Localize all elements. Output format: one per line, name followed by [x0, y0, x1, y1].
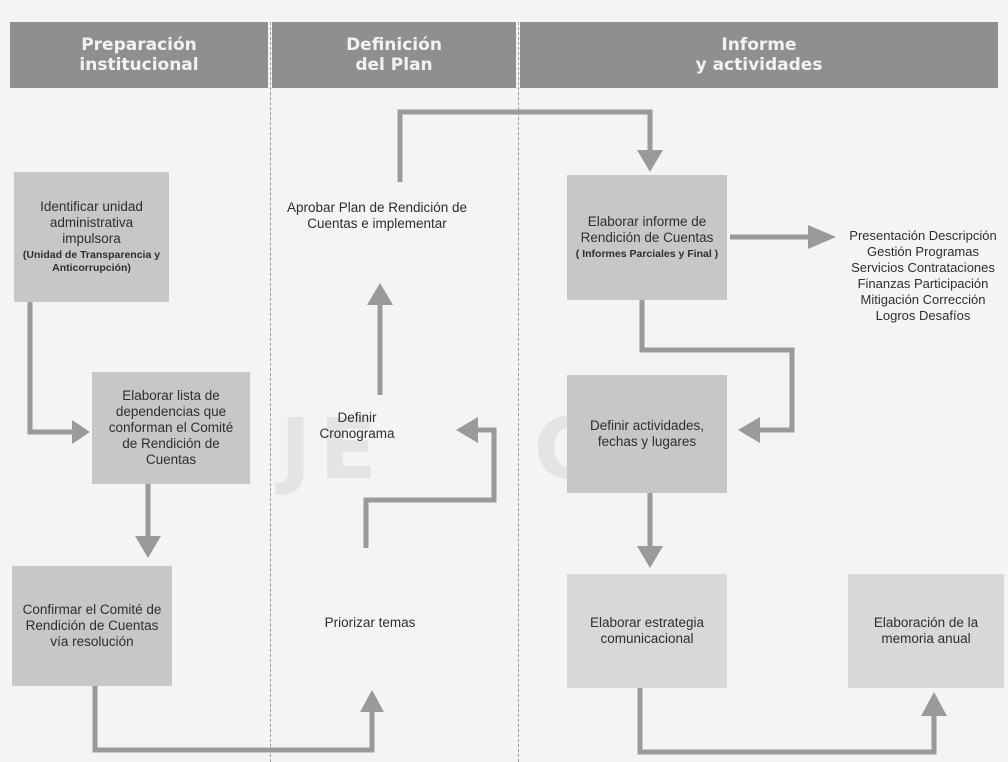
box-text: Elaborar informe de Rendición de Cuentas	[580, 214, 714, 245]
arrowhead	[738, 417, 760, 443]
box-text: Confirmar el Comité de Rendición de Cuen…	[22, 602, 162, 649]
label-definir-cronograma: Definir Cronograma	[302, 410, 412, 442]
box-text: Elaborar lista de dependencias que confo…	[108, 388, 234, 467]
arrow-informe-to-actividades	[639, 300, 795, 433]
column-header-definicion: Definición del Plan	[272, 22, 516, 88]
arrow-aprobar-to-informe	[397, 109, 653, 182]
column-divider	[518, 22, 519, 762]
background-watermark: JE C	[280, 400, 604, 498]
label-aprobar-plan: Aprobar Plan de Rendición de Cuentas e i…	[282, 200, 472, 232]
label-text: Aprobar Plan de Rendición de Cuentas e i…	[286, 200, 468, 231]
arrow-priorizar-to-cronograma	[363, 427, 497, 548]
box-text: Identificar unidad administrativa impuls…	[40, 199, 143, 246]
arrowhead	[637, 150, 663, 172]
arrowhead	[360, 690, 384, 712]
arrowhead	[367, 283, 393, 305]
column-header-line: Informe	[721, 35, 797, 55]
column-divider	[270, 22, 271, 762]
box-subtext: ( Informes Parciales y Final )	[575, 248, 719, 260]
label-presentacion-list: Presentación Descripción Gestión Program…	[842, 228, 1004, 324]
column-header-line: del Plan	[355, 55, 433, 75]
arrow-confirmar-to-priorizar	[92, 686, 375, 753]
box-estrategia-comunicacional: Elaborar estrategia comunicacional	[567, 574, 727, 688]
label-text: Presentación Descripción Gestión Program…	[849, 228, 997, 323]
column-header-line: institucional	[79, 55, 199, 75]
arrowhead	[456, 417, 478, 443]
column-header-informe: Informe y actividades	[520, 22, 998, 88]
box-identificar-unidad: Identificar unidad administrativa impuls…	[14, 172, 169, 302]
box-text: Elaborar estrategia comunicacional	[589, 615, 705, 646]
column-header-line: Preparación	[81, 35, 197, 55]
box-text: Elaboración de la memoria anual	[873, 615, 979, 646]
box-definir-actividades: Definir actividades, fechas y lugares	[567, 375, 727, 493]
box-elaborar-lista: Elaborar lista de dependencias que confo…	[92, 372, 250, 484]
arrowhead	[637, 546, 663, 568]
box-text: Definir actividades, fechas y lugares	[589, 418, 705, 449]
arrow-identificar-to-lista	[27, 300, 72, 435]
arrowhead	[72, 420, 90, 444]
column-header-preparacion: Preparación institucional	[10, 22, 268, 88]
box-elaborar-informe: Elaborar informe de Rendición de Cuentas…	[567, 175, 727, 300]
label-text: Priorizar temas	[324, 615, 416, 630]
arrowhead	[135, 536, 161, 558]
label-text: Definir Cronograma	[319, 410, 395, 441]
label-priorizar-temas: Priorizar temas	[290, 615, 450, 631]
arrowhead	[921, 692, 947, 716]
box-subtext: (Unidad de Transparencia y Anticorrupció…	[22, 249, 161, 274]
column-header-line: y actividades	[695, 55, 823, 75]
arrow-estrategia-to-memoria	[637, 688, 937, 755]
box-memoria-anual: Elaboración de la memoria anual	[848, 574, 1004, 688]
column-header-line: Definición	[346, 35, 442, 55]
box-confirmar-comite: Confirmar el Comité de Rendición de Cuen…	[12, 566, 172, 686]
arrowhead	[808, 225, 836, 249]
